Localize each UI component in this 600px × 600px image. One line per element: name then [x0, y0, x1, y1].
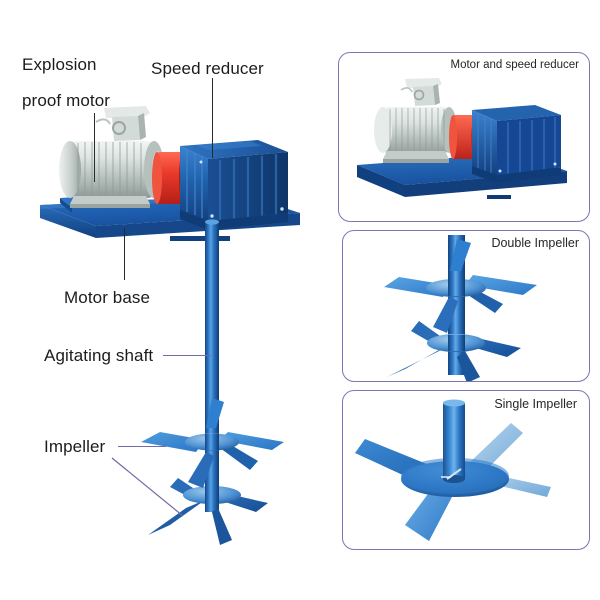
panel-double-svg — [384, 235, 537, 381]
impeller-upper — [141, 398, 284, 488]
speed-reducer — [180, 140, 288, 230]
panel-label-single-impeller: Single Impeller — [494, 397, 577, 411]
impeller-lower — [148, 478, 268, 545]
panel-motor-svg — [357, 78, 567, 199]
leader-line-agitating-shaft — [163, 355, 211, 357]
main-agitator-svg — [40, 106, 300, 545]
callout-motor-base: Motor base — [64, 288, 151, 307]
explosion-proof-motor — [59, 106, 164, 208]
callout-explosion-proof-motor-line1: Explosion — [22, 55, 97, 74]
leader-line-motor-base — [124, 228, 126, 280]
panel-single-impeller: Single Impeller — [342, 390, 590, 550]
panel-double-lower-impeller — [387, 321, 521, 381]
panel-motor-art — [339, 53, 589, 221]
main-agitator-illustration — [40, 106, 300, 545]
callout-agitating-shaft: Agitating shaft — [44, 346, 154, 365]
panel-single-svg — [355, 399, 551, 541]
panel-double-impeller-art — [343, 231, 589, 381]
panel-motor-speed-reducer: Motor and speed reducer — [338, 52, 590, 222]
callout-explosion-proof-motor-line2: proof motor — [22, 91, 111, 110]
panel-double-upper-impeller — [384, 239, 537, 333]
callout-speed-reducer: Speed reducer — [151, 59, 264, 78]
leader-line-impeller-upper — [118, 446, 166, 448]
panel-label-double-impeller: Double Impeller — [491, 236, 579, 250]
panel-double-impeller: Double Impeller — [342, 230, 590, 382]
panel-label-motor-speed-reducer: Motor and speed reducer — [450, 59, 580, 71]
leader-line-motor — [94, 113, 96, 182]
panel-single-impeller-art — [343, 391, 589, 549]
callout-impeller: Impeller — [44, 437, 106, 456]
leader-line-speed-reducer — [212, 78, 214, 158]
